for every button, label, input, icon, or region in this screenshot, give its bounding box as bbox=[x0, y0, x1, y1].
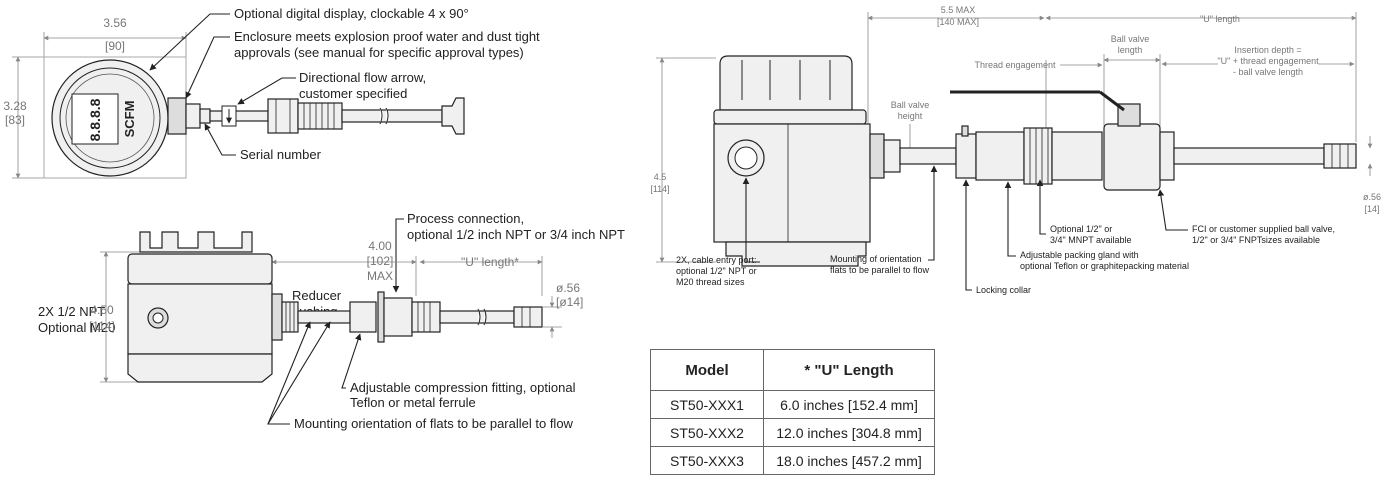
callout-process-line-1: Process connection, bbox=[407, 211, 524, 226]
serial-tag bbox=[199, 108, 211, 124]
cable-line-1: 2X, cable entry port: bbox=[676, 255, 757, 265]
right-height-dim: 4.5 bbox=[654, 172, 667, 182]
table-cell-model: ST50-XXX1 bbox=[650, 390, 764, 419]
reducer-label-1: Reducer bbox=[292, 288, 342, 303]
locking-collar-label: Locking collar bbox=[976, 285, 1031, 295]
ball-valve-length-1: Ball valve bbox=[1111, 34, 1150, 44]
front-width-dim: 3.56 bbox=[103, 16, 127, 30]
side-max-dim: 4.00 bbox=[368, 239, 392, 253]
side-sensor-tip bbox=[513, 306, 543, 328]
side-height-dim-mm: [114] bbox=[89, 319, 115, 333]
insertion-line-1: Insertion depth = bbox=[1234, 45, 1301, 55]
callout-enclosure-line-2: approvals (see manual for specific appro… bbox=[234, 45, 524, 60]
side-max-label: MAX bbox=[367, 269, 393, 283]
u-length-table: Model * "U" Length ST50-XXX1 6.0 inches … bbox=[650, 349, 935, 475]
orient-line-1: Mounting of orientation bbox=[830, 254, 922, 264]
right-max-dim-mm: [140 MAX] bbox=[937, 17, 979, 27]
table-cell-model: ST50-XXX2 bbox=[650, 418, 764, 447]
right-probe-tube bbox=[1173, 147, 1325, 165]
callout-display: Optional digital display, clockable 4 x … bbox=[234, 6, 469, 21]
probe-tube bbox=[341, 109, 443, 123]
orient-line-2: flats to be parallel to flow bbox=[830, 265, 930, 275]
right-height-dim-mm: [114] bbox=[650, 184, 669, 194]
locking-collar bbox=[955, 133, 977, 179]
ferrule-plate bbox=[377, 291, 385, 343]
callout-fitting-line-2: Teflon or metal ferrule bbox=[350, 395, 476, 410]
cable-line-3: M20 thread sizes bbox=[676, 277, 745, 287]
callout-process-line-2: optional 1/2 inch NPT or 3/4 inch NPT bbox=[407, 227, 625, 242]
side-height-dim: 4.50 bbox=[90, 303, 114, 317]
ball-valve bbox=[1051, 131, 1103, 181]
side-compression-fitting bbox=[349, 301, 377, 333]
callout-fitting-line-1: Adjustable compression fitting, optional bbox=[350, 380, 576, 395]
process-thread bbox=[297, 102, 343, 130]
installed-view: 5.5 MAX [140 MAX] "U" length Ball valve … bbox=[650, 5, 1381, 295]
side-dia-dim: ø.56 bbox=[556, 281, 580, 295]
insertion-line-2: "U" + thread engagement bbox=[1217, 56, 1319, 66]
display-digits: 8.8.8.8 bbox=[87, 98, 103, 141]
table-row: ST50-XXX3 18.0 inches [457.2 mm] bbox=[650, 446, 935, 475]
table-cell-length: 6.0 inches [152.4 mm] bbox=[763, 390, 935, 419]
sensor-tip bbox=[441, 97, 465, 135]
right-max-dim: 5.5 MAX bbox=[941, 5, 976, 15]
display-unit: SCFM bbox=[122, 101, 137, 138]
port-label-2: Optional M20 bbox=[38, 320, 115, 335]
front-view: 3.56 [90] 3.28 [83] 8.8.8.8 SCFM bbox=[3, 6, 540, 179]
ball-valve-height-1: Ball valve bbox=[891, 100, 930, 110]
right-dia-dim: ø.56 bbox=[1363, 192, 1381, 202]
gland-line-1: Adjustable packing gland with bbox=[1020, 250, 1139, 260]
table-header-row: Model * "U" Length bbox=[650, 349, 935, 391]
packing-gland bbox=[975, 131, 1025, 181]
side-u-length: "U" length* bbox=[461, 255, 519, 269]
fci-line-2: 1/2" or 3/4" FNPTsizes available bbox=[1192, 235, 1320, 245]
right-u-length: "U" length bbox=[1200, 14, 1240, 24]
callout-arrow-line-2: customer specified bbox=[299, 86, 407, 101]
callout-enclosure-line-1: Enclosure meets explosion proof water an… bbox=[234, 29, 540, 44]
callout-arrow-line-1: Directional flow arrow, bbox=[299, 70, 426, 85]
enclosure-top-cap bbox=[139, 231, 253, 253]
neck bbox=[167, 97, 187, 135]
table-row: ST50-XXX2 12.0 inches [304.8 mm] bbox=[650, 418, 935, 447]
callout-mounting: Mounting orientation of flats to be para… bbox=[294, 416, 574, 431]
compression-fitting bbox=[267, 98, 299, 134]
ball-valve-height-2: height bbox=[898, 111, 923, 121]
port-label-1: 2X 1/2 NPT bbox=[38, 304, 105, 319]
fci-line-1: FCI or customer supplied ball valve, bbox=[1192, 224, 1335, 234]
gland-line-2: optional Teflon or graphitepacking mater… bbox=[1020, 261, 1189, 271]
side-dia-dim-mm: [ø14] bbox=[556, 295, 583, 309]
cable-line-2: optional 1/2" NPT or bbox=[676, 266, 757, 276]
right-enclosure-cap bbox=[719, 55, 853, 111]
table-row: ST50-XXX1 6.0 inches [152.4 mm] bbox=[650, 390, 935, 419]
right-dia-dim-mm: [14] bbox=[1364, 204, 1379, 214]
probe-shaft bbox=[209, 110, 269, 122]
front-height-dim: 3.28 bbox=[3, 99, 27, 113]
mnpt-line-2: 3/4" MNPT available bbox=[1050, 235, 1132, 245]
table-cell-length: 12.0 inches [304.8 mm] bbox=[763, 418, 935, 447]
side-view: Process connection, optional 1/2 inch NP… bbox=[38, 211, 625, 431]
table-header-model: Model bbox=[650, 349, 764, 391]
thread-engagement: Thread engagement bbox=[974, 60, 1056, 70]
callout-serial: Serial number bbox=[240, 147, 322, 162]
table-cell-model: ST50-XXX3 bbox=[650, 446, 764, 475]
ball-valve-length-2: length bbox=[1118, 45, 1143, 55]
front-width-dim-mm: [90] bbox=[105, 39, 125, 53]
table-header-u-length: * "U" Length bbox=[763, 349, 935, 391]
table-cell-length: 18.0 inches [457.2 mm] bbox=[763, 446, 935, 475]
mnpt-line-1: Optional 1/2" or bbox=[1050, 224, 1112, 234]
side-max-dim-mm: [102] bbox=[367, 254, 394, 268]
insertion-line-3: - ball valve length bbox=[1233, 67, 1303, 77]
front-height-dim-mm: [83] bbox=[5, 113, 25, 127]
display-window bbox=[71, 93, 119, 145]
